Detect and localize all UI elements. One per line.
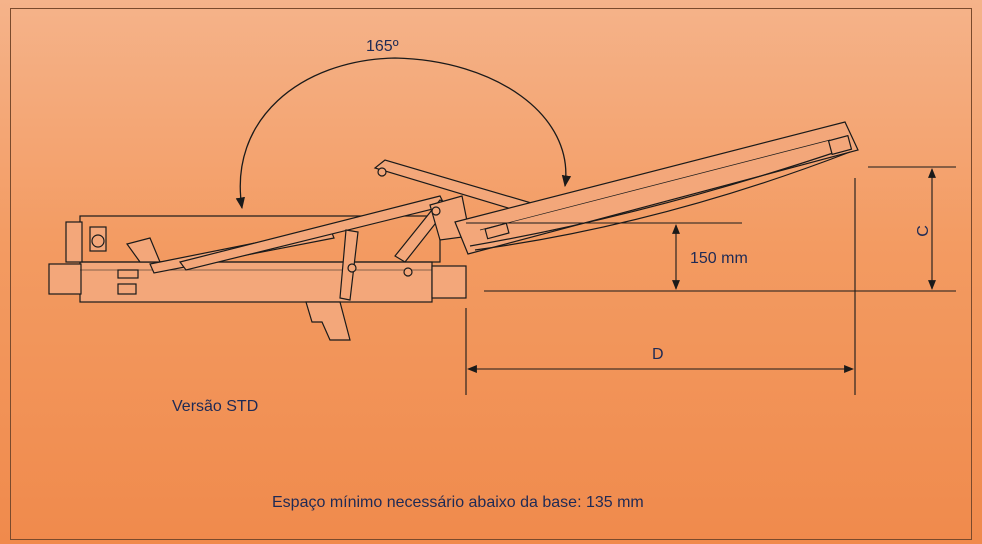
height-dimension <box>466 222 956 292</box>
dimension-d-label: D <box>652 346 664 363</box>
dimension-c-label: C <box>914 225 932 237</box>
height-label: 150 mm <box>690 250 748 267</box>
diagram-frame <box>10 8 972 540</box>
base-frame <box>48 215 467 341</box>
footnote: Espaço mínimo necessário abaixo da base:… <box>272 494 644 511</box>
dimension-d <box>465 178 856 395</box>
dimension-c <box>868 166 956 290</box>
angle-label: 165º <box>366 38 399 55</box>
version-label: Versão STD <box>172 398 259 415</box>
rotation-arc <box>235 57 572 210</box>
linkage-arms <box>149 159 556 301</box>
lifted-panel <box>454 121 859 255</box>
